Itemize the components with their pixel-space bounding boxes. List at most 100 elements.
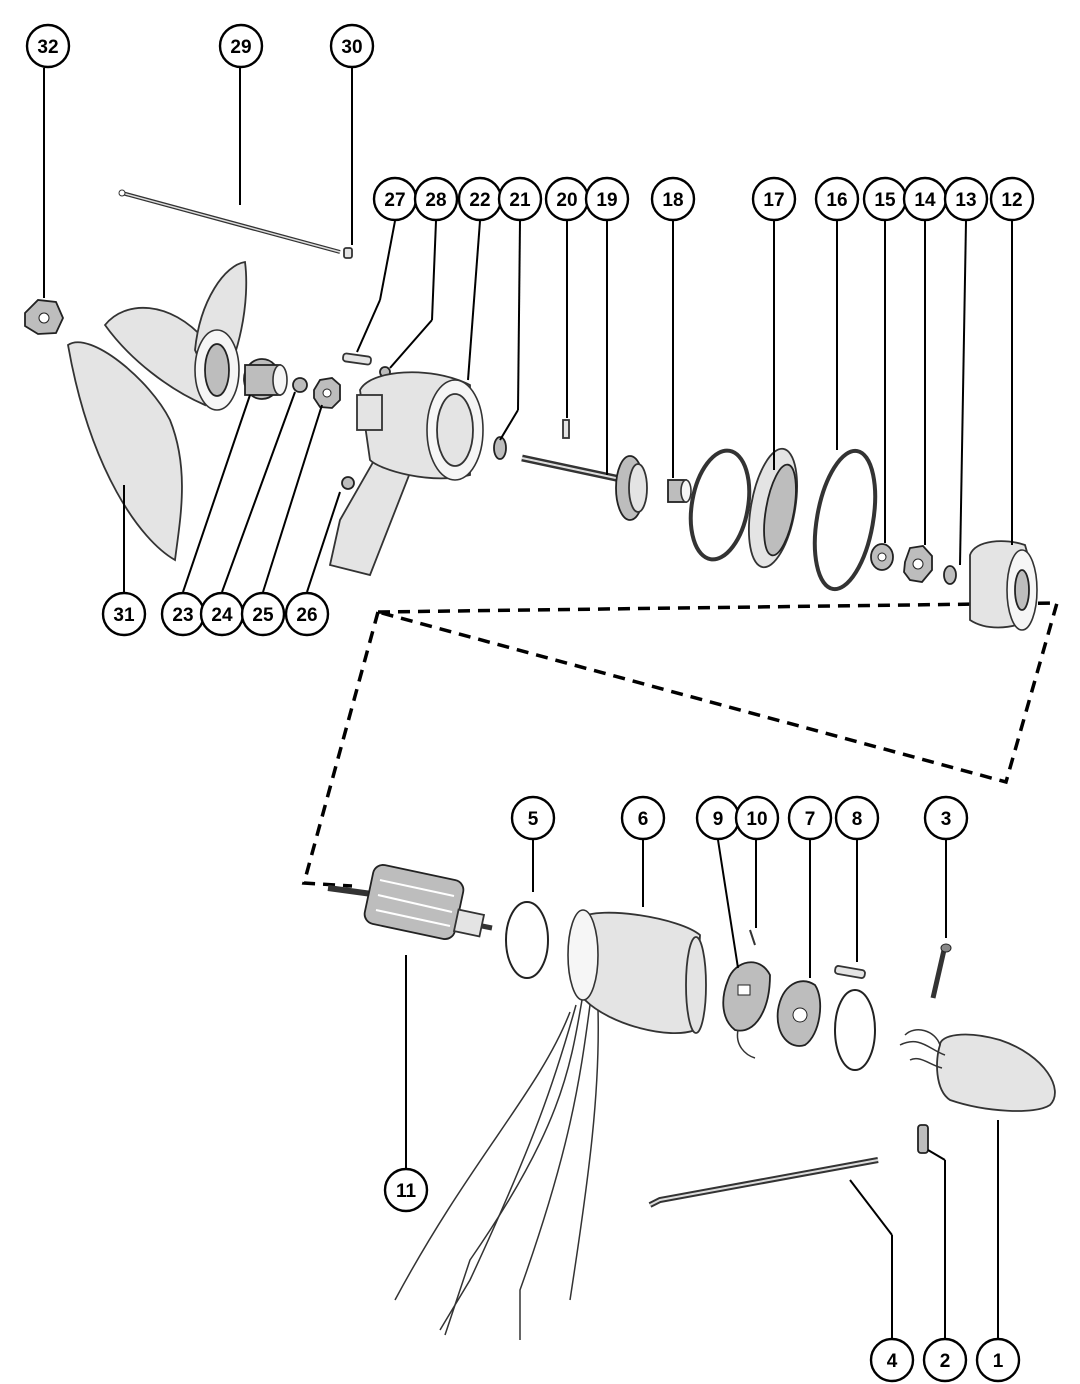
callout-31-label: 31	[113, 605, 135, 626]
bearing-23-part	[243, 358, 288, 400]
screw-3-part	[930, 943, 952, 999]
callout-25: 25	[240, 591, 286, 637]
callout-5: 5	[510, 795, 556, 841]
bearing-15-part	[870, 543, 894, 571]
callout-12-label: 12	[1001, 190, 1022, 211]
o-ring-8-part	[834, 989, 876, 1071]
rod-part	[648, 1157, 879, 1208]
callout-5-label: 5	[528, 809, 539, 830]
callout-28: 28	[413, 176, 459, 222]
ring-gear-part	[748, 447, 798, 569]
drive-pin-part	[342, 352, 372, 366]
callout-14: 14	[902, 176, 948, 222]
callout-25-label: 25	[252, 605, 274, 626]
propeller-nut-part	[24, 299, 64, 335]
callout-23: 23	[160, 591, 206, 637]
callout-21-label: 21	[509, 190, 531, 211]
callout-29-label: 29	[230, 37, 251, 58]
callout-1: 1	[975, 1337, 1021, 1383]
callout-1-label: 1	[993, 1351, 1004, 1372]
callout-18: 18	[650, 176, 696, 222]
callout-28-label: 28	[425, 190, 446, 211]
callout-31: 31	[101, 591, 147, 637]
motor-lead-wires	[394, 999, 599, 1340]
callout-10: 10	[734, 795, 780, 841]
nose-cone-part	[899, 1029, 1056, 1112]
callout-13-label: 13	[955, 190, 976, 211]
callout-21: 21	[497, 176, 543, 222]
callout-23-label: 23	[172, 605, 193, 626]
brush-plate-part	[722, 961, 771, 1059]
spacer-25-part	[313, 377, 341, 409]
callout-7: 7	[787, 795, 833, 841]
callout-7-label: 7	[805, 809, 816, 830]
callout-11-label: 11	[396, 1181, 417, 1202]
callout-11: 11	[383, 1167, 429, 1213]
drain-plug-part	[917, 1124, 929, 1154]
callout-15-label: 15	[874, 190, 896, 211]
gear-housing-part	[328, 371, 484, 577]
shaft-gear-part	[521, 454, 648, 521]
callout-18-label: 18	[662, 190, 683, 211]
callout-6: 6	[620, 795, 666, 841]
callout-2: 2	[922, 1337, 968, 1383]
callout-24: 24	[199, 591, 245, 637]
callout-20-label: 20	[556, 190, 577, 211]
callout-27: 27	[372, 176, 418, 222]
callout-24-label: 24	[211, 605, 233, 626]
o-ring-5-part	[505, 901, 549, 979]
callout-26: 26	[284, 591, 330, 637]
end-plate-part	[776, 980, 822, 1047]
screw-8-part	[834, 965, 866, 979]
callout-22-label: 22	[469, 190, 490, 211]
brush-spring-part	[749, 929, 756, 946]
callout-8: 8	[834, 795, 880, 841]
propeller-part	[67, 260, 248, 562]
callout-9-label: 9	[713, 809, 724, 830]
seal-26-part	[341, 476, 355, 490]
callout-13: 13	[943, 176, 989, 222]
assembly-connection-dashed-line	[301, 601, 1060, 888]
callout-27-label: 27	[384, 190, 405, 211]
gasket-left-part	[688, 448, 752, 562]
callout-32: 32	[25, 23, 71, 69]
callout-17-label: 17	[763, 190, 784, 211]
callout-17: 17	[751, 176, 797, 222]
needle-bearing-part	[667, 479, 692, 503]
callout-2-label: 2	[940, 1351, 951, 1372]
washer-21-part	[493, 436, 507, 460]
washer-24-part	[292, 377, 308, 393]
callout-30: 30	[329, 23, 375, 69]
cotter-pin-part	[343, 247, 353, 259]
roll-pin-part	[562, 419, 570, 439]
callout-3-label: 3	[941, 809, 952, 830]
motor-end-cap-part	[969, 540, 1038, 631]
callout-4-label: 4	[887, 1351, 898, 1372]
callout-26-label: 26	[296, 605, 317, 626]
callout-12: 12	[989, 176, 1035, 222]
callout-4: 4	[869, 1337, 915, 1383]
callout-20: 20	[544, 176, 590, 222]
callout-9: 9	[695, 795, 741, 841]
nut-13-part	[943, 565, 957, 585]
callout-32-label: 32	[37, 37, 58, 58]
washer-14-part	[903, 545, 933, 583]
gasket-16-part	[812, 448, 878, 592]
callout-30-label: 30	[341, 37, 362, 58]
callout-22: 22	[457, 176, 503, 222]
callout-29: 29	[218, 23, 264, 69]
callout-8-label: 8	[852, 809, 863, 830]
callout-15: 15	[862, 176, 908, 222]
callout-19-label: 19	[596, 190, 617, 211]
callout-6-label: 6	[638, 809, 649, 830]
callout-3: 3	[923, 795, 969, 841]
callout-10-label: 10	[746, 809, 767, 830]
pin-rod-part	[118, 189, 341, 254]
callout-14-label: 14	[914, 190, 936, 211]
armature-part	[327, 864, 493, 940]
leader-lines	[43, 68, 1013, 1357]
callout-16: 16	[814, 176, 860, 222]
motor-housing-part	[567, 909, 707, 1034]
callout-19: 19	[584, 176, 630, 222]
